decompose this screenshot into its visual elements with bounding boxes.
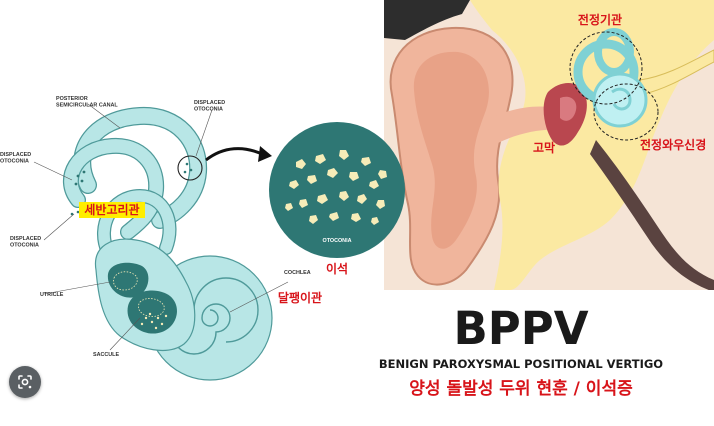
vestibular-apparatus (573, 28, 648, 128)
vestibular-label: 전정기관 (578, 12, 622, 27)
displaced-otoconia-dots (70, 162, 193, 216)
displaced-otoconia-mid-label: DISPLACED OTOCONIA (10, 236, 43, 249)
cochlea-korean-label: 달팽이관 (278, 290, 322, 305)
utricle-label: UTRICLE (40, 292, 64, 298)
displaced-otoconia-top-label: DISPLACED OTOCONIA (194, 100, 227, 113)
lateral-canal (64, 139, 163, 239)
leader-lines (33, 103, 289, 351)
eustachian-tube (590, 140, 714, 290)
vestibular-outline (569, 31, 643, 105)
semicircular-canal-label: 세반고리관 (84, 202, 139, 217)
temporal-bone (470, 0, 714, 290)
korean-subtitle: 양성 돌발성 두위 현훈 / 이석증 (409, 378, 633, 399)
magnifier-ring (177, 155, 203, 181)
posterior-canal-label: POSTERIOR SEMICIRCULAR CANAL (56, 96, 118, 109)
otoconia-zoom: OTOCONIA (269, 122, 405, 258)
posterior-canal (74, 108, 206, 228)
saccule (127, 290, 177, 334)
otoconia-crystals (285, 150, 387, 225)
google-lens-icon (18, 375, 32, 389)
ear-cross-section (384, 0, 714, 290)
eardrum-label: 고막 (533, 141, 555, 155)
concha (413, 51, 489, 249)
anterior-canal (98, 190, 176, 258)
cochlea-spiral (171, 277, 259, 355)
saccule-crystals (140, 312, 168, 330)
saccule-label: SACCULE (93, 352, 119, 358)
displaced-otoconia-left-label: DISPLACED OTOCONIA (0, 152, 33, 165)
otoconia-label: OTOCONIA (323, 238, 352, 244)
otolith-label: 이석 (326, 261, 348, 276)
page-title: BPPV (453, 302, 588, 355)
inner-ear (62, 106, 273, 381)
hair (384, 0, 470, 40)
vestibulocochlear-label: 전정와우신경 (640, 137, 706, 152)
cochlear-outline (593, 83, 659, 141)
cochlea-label: COCHLEA (284, 270, 311, 276)
page-subtitle: BENIGN PAROXYSMAL POSITIONAL VERTIGO (379, 357, 663, 371)
utricle (107, 262, 149, 298)
semicircular-canal-highlight (79, 202, 145, 218)
ear-canal (486, 106, 562, 146)
google-lens-button[interactable] (9, 366, 41, 398)
zoom-arrow (205, 147, 263, 162)
